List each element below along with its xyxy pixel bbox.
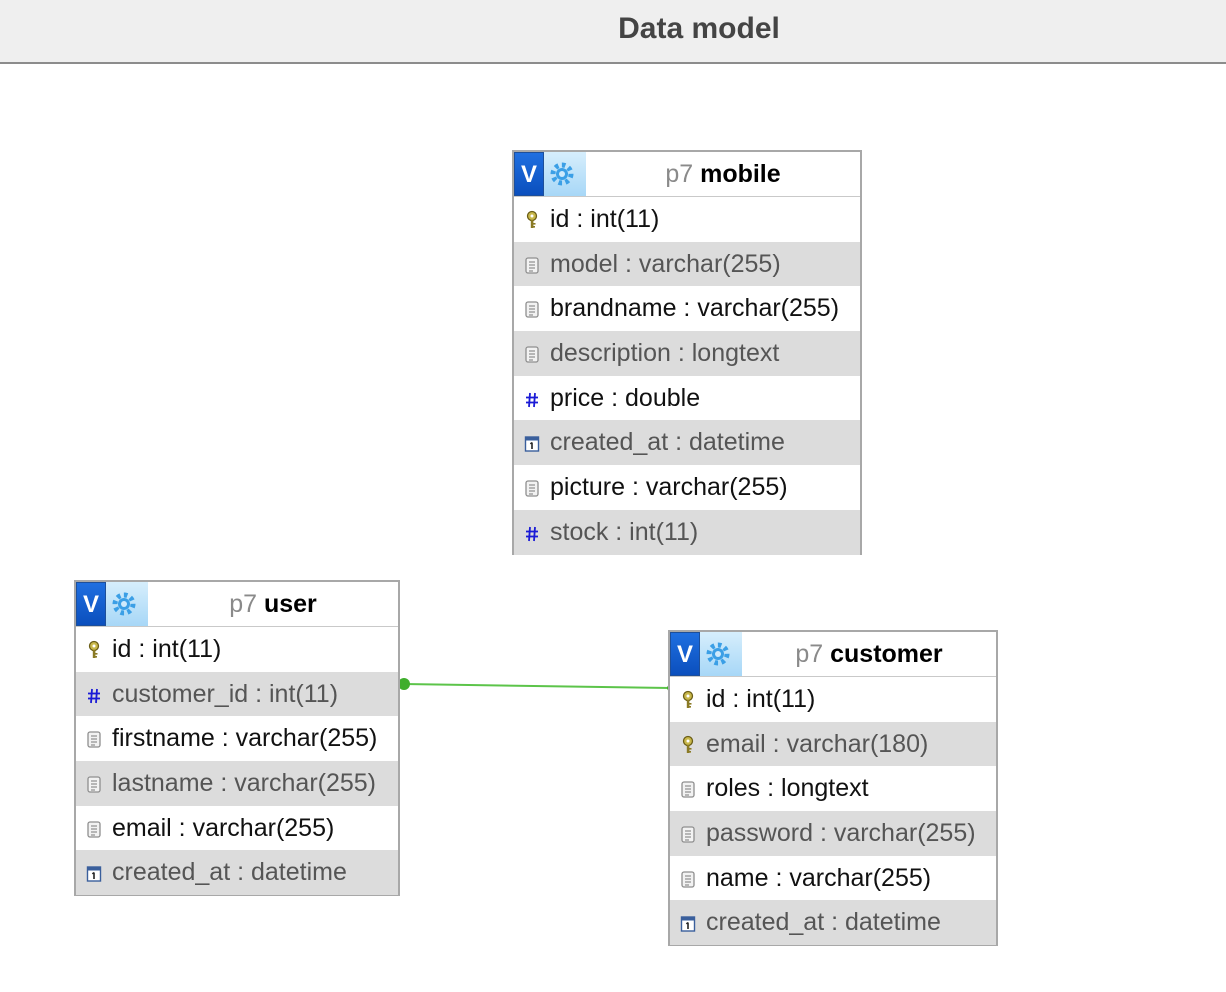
text-icon bbox=[524, 299, 540, 319]
table-buttons: V bbox=[76, 582, 148, 626]
database-name: p7 bbox=[795, 640, 824, 668]
text-icon bbox=[680, 824, 696, 844]
table-user[interactable]: V p7 user id : int(11) customer_id : int(… bbox=[74, 580, 400, 896]
column-row[interactable]: email : varchar(255) bbox=[76, 806, 398, 851]
table-title[interactable]: p7 user bbox=[148, 582, 398, 626]
text-icon bbox=[86, 729, 102, 749]
date-icon bbox=[680, 913, 696, 933]
column-label: created_at : datetime bbox=[706, 908, 941, 937]
column-label: created_at : datetime bbox=[550, 428, 785, 457]
toggle-columns-button[interactable]: V bbox=[76, 582, 106, 626]
column-label: id : int(11) bbox=[112, 635, 222, 663]
key-icon bbox=[680, 690, 696, 710]
column-row[interactable]: description : longtext bbox=[514, 331, 860, 376]
column-row[interactable]: roles : longtext bbox=[670, 766, 996, 811]
column-label: roles : longtext bbox=[706, 774, 869, 803]
table-name: customer bbox=[830, 640, 943, 668]
column-list: id : int(11) email : varchar(180) roles : … bbox=[670, 677, 996, 946]
column-row[interactable]: id : int(11) bbox=[514, 197, 860, 242]
table-buttons: V bbox=[514, 152, 586, 196]
number-icon bbox=[86, 685, 102, 705]
toggle-columns-button[interactable]: V bbox=[670, 632, 700, 676]
key-icon bbox=[86, 640, 102, 660]
column-row[interactable]: name : varchar(255) bbox=[670, 856, 996, 901]
table-customer[interactable]: V p7 customer id : int(11) email : varcha… bbox=[668, 630, 998, 946]
column-row[interactable]: customer_id : int(11) bbox=[76, 671, 398, 717]
column-label: lastname : varchar(255) bbox=[112, 769, 377, 798]
column-label: name : varchar(255) bbox=[706, 863, 932, 892]
column-label: email : varchar(255) bbox=[112, 813, 335, 842]
database-name: p7 bbox=[665, 160, 694, 188]
column-label: brandname : varchar(255) bbox=[550, 294, 840, 323]
column-row[interactable]: created_at : datetime bbox=[76, 850, 398, 896]
column-row[interactable]: stock : int(11) bbox=[514, 509, 860, 555]
column-label: description : longtext bbox=[550, 339, 780, 368]
text-icon bbox=[680, 779, 696, 799]
column-row[interactable]: picture : varchar(255) bbox=[514, 465, 860, 510]
column-row[interactable]: model : varchar(255) bbox=[514, 241, 860, 287]
table-buttons: V bbox=[670, 632, 742, 676]
table-title[interactable]: p7 customer bbox=[742, 632, 996, 676]
table-header[interactable]: V p7 mobile bbox=[514, 152, 860, 197]
column-row[interactable]: password : varchar(255) bbox=[670, 811, 996, 856]
column-label: email : varchar(180) bbox=[706, 729, 929, 758]
table-mobile[interactable]: V p7 mobile id : int(11) model : varchar(… bbox=[512, 150, 862, 555]
database-name: p7 bbox=[229, 590, 258, 618]
key-icon bbox=[680, 735, 696, 755]
table-header[interactable]: V p7 customer bbox=[670, 632, 996, 677]
date-icon bbox=[524, 433, 540, 453]
column-row[interactable]: created_at : datetime bbox=[670, 900, 996, 946]
column-label: id : int(11) bbox=[550, 205, 660, 233]
column-row[interactable]: brandname : varchar(255) bbox=[514, 286, 860, 331]
column-row[interactable]: id : int(11) bbox=[670, 677, 996, 722]
header-bar: Data model bbox=[0, 0, 1226, 64]
column-row[interactable]: id : int(11) bbox=[76, 627, 398, 672]
table-header[interactable]: V p7 user bbox=[76, 582, 398, 627]
number-icon bbox=[524, 389, 540, 409]
column-list: id : int(11) model : varchar(255) brandnam… bbox=[514, 197, 860, 555]
column-label: picture : varchar(255) bbox=[550, 473, 788, 502]
column-row[interactable]: lastname : varchar(255) bbox=[76, 761, 398, 806]
column-label: model : varchar(255) bbox=[550, 249, 781, 278]
relation-endpoint-user bbox=[398, 678, 410, 690]
column-label: created_at : datetime bbox=[112, 858, 347, 887]
gear-icon[interactable] bbox=[548, 160, 576, 188]
table-name: user bbox=[263, 590, 317, 618]
toggle-columns-button[interactable]: V bbox=[514, 152, 544, 196]
column-row[interactable]: created_at : datetime bbox=[514, 420, 860, 466]
text-icon bbox=[680, 869, 696, 889]
date-icon bbox=[86, 863, 102, 883]
text-icon bbox=[524, 344, 540, 364]
column-label: price : double bbox=[550, 383, 701, 412]
column-row[interactable]: price : double bbox=[514, 376, 860, 421]
column-row[interactable]: email : varchar(180) bbox=[670, 721, 996, 767]
text-icon bbox=[86, 819, 102, 839]
relation-line-user-customer[interactable] bbox=[403, 683, 671, 689]
number-icon bbox=[524, 523, 540, 543]
column-label: password : varchar(255) bbox=[706, 819, 976, 848]
column-list: id : int(11) customer_id : int(11) firstna… bbox=[76, 627, 398, 896]
table-title[interactable]: p7 mobile bbox=[586, 152, 860, 196]
column-label: firstname : varchar(255) bbox=[112, 724, 378, 753]
text-icon bbox=[86, 774, 102, 794]
column-label: customer_id : int(11) bbox=[112, 679, 339, 708]
column-label: stock : int(11) bbox=[550, 517, 699, 546]
table-name: mobile bbox=[700, 160, 781, 188]
gear-icon[interactable] bbox=[704, 640, 732, 668]
text-icon bbox=[524, 255, 540, 275]
gear-icon[interactable] bbox=[110, 590, 138, 618]
column-row[interactable]: firstname : varchar(255) bbox=[76, 716, 398, 761]
page-title: Data model bbox=[618, 12, 780, 45]
key-icon bbox=[524, 210, 540, 230]
text-icon bbox=[524, 478, 540, 498]
column-label: id : int(11) bbox=[706, 685, 816, 713]
